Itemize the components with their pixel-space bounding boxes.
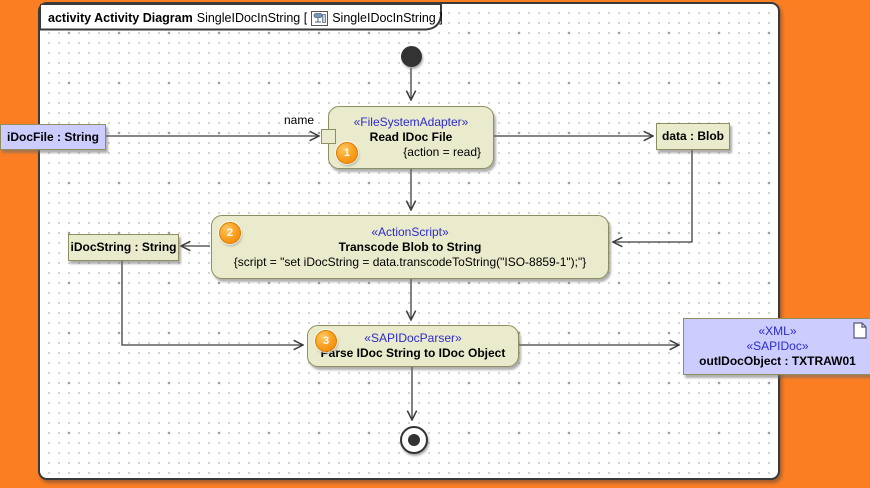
activity-final-node-dot xyxy=(408,434,420,446)
object-outidoc-stereotype-sapidoc: «SAPIDoc» xyxy=(746,339,809,353)
diagram-title-name: SingleIDocInString [ xyxy=(196,11,308,25)
initial-node[interactable] xyxy=(401,46,422,67)
diagram-title-kind: activity Activity Diagram xyxy=(48,11,193,25)
edge-idocstring-to-parse[interactable] xyxy=(121,259,303,345)
action-transcode-blob[interactable]: «ActionScript» Transcode Blob to String … xyxy=(211,215,609,279)
diagram-title-ref: SingleIDocInString ] xyxy=(332,11,443,25)
action-transcode-constraint: {script = "set iDocString = data.transco… xyxy=(233,254,587,269)
action-parse-stereotype: «SAPIDocParser» xyxy=(364,331,462,345)
object-data-blob[interactable]: data : Blob xyxy=(656,123,730,150)
action-parse-name: Parse IDoc String to IDoc Object xyxy=(320,346,506,360)
action-read-stereotype: «FileSystemAdapter» xyxy=(353,115,469,129)
object-outidoc-label: outIDocObject : TXTRAW01 xyxy=(699,354,856,368)
activity-diagram-icon xyxy=(311,10,329,26)
input-pin[interactable] xyxy=(321,129,336,144)
step-badge-1: 1 xyxy=(336,142,358,164)
activity-final-node[interactable] xyxy=(400,426,428,454)
object-idocfile-label: iDocFile : String xyxy=(6,129,99,144)
document-page-icon xyxy=(853,322,867,343)
action-read-name: Read IDoc File xyxy=(369,130,453,144)
object-idocstring-label: iDocString : String xyxy=(70,240,177,254)
object-idocfile[interactable]: iDocFile : String xyxy=(0,124,106,150)
action-read-constraint: {action = read} xyxy=(403,145,481,159)
action-parse-idoc[interactable]: «SAPIDocParser» Parse IDoc String to IDo… xyxy=(307,325,519,367)
object-outidoc-stereotype-xml: «XML» xyxy=(758,324,797,338)
frame-title-tab xyxy=(40,4,442,31)
edge-data-to-transcode[interactable] xyxy=(613,148,693,242)
object-outidocobject[interactable]: «XML» «SAPIDoc» outIDocObject : TXTRAW01 xyxy=(683,318,870,375)
diagram-title: activity Activity Diagram SingleIDocInSt… xyxy=(48,8,443,28)
step-badge-3: 3 xyxy=(315,330,337,352)
action-transcode-stereotype: «ActionScript» xyxy=(371,224,449,239)
pin-name-label: name xyxy=(284,113,315,127)
object-data-blob-label: data : Blob xyxy=(662,129,724,143)
action-transcode-name: Transcode Blob to String xyxy=(338,239,482,254)
object-idocstring[interactable]: iDocString : String xyxy=(68,234,179,261)
step-badge-2: 2 xyxy=(219,222,241,244)
